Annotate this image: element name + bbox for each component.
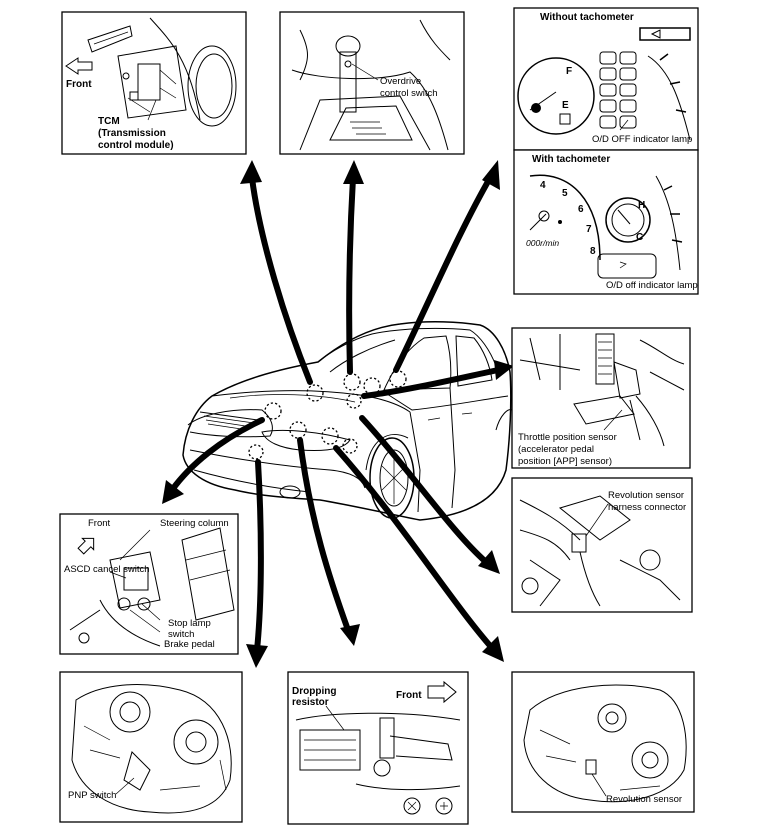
- tach-tick-4: 4: [540, 180, 546, 191]
- rev-connector-label-line1: Revolution sensor: [608, 490, 684, 501]
- marker-rev-sensor: [321, 427, 339, 445]
- throttle-label-line1: Throttle position sensor: [518, 432, 617, 443]
- marker-meter: [363, 377, 381, 395]
- panel-with-tachometer: With tachometer 4 5 6 7 8 000r/min H C O…: [513, 149, 699, 295]
- fuel-f-label: F: [566, 66, 572, 77]
- marker-rev-sensor-2: [342, 438, 358, 454]
- panel-overdrive: Overdrive control switch: [279, 11, 465, 155]
- dropping-label-line1: Dropping: [292, 686, 336, 697]
- pointer-arrows: [162, 160, 514, 668]
- throttle-label-line2: (accelerator pedal: [518, 444, 594, 455]
- tach-tick-5: 5: [562, 188, 568, 199]
- stop-lamp-label-line2: switch: [168, 629, 194, 640]
- marker-overdrive: [343, 373, 361, 391]
- panel-dropping-resistor: Dropping resistor Front: [287, 671, 469, 825]
- steering-column-label: Steering column: [160, 518, 229, 529]
- tach-unit-label: 000r/min: [526, 238, 559, 248]
- ascd-front-label: Front: [88, 518, 111, 529]
- indicator-grid: [599, 51, 637, 129]
- marker-pnp: [248, 444, 264, 460]
- tcm-label-line1: TCM: [98, 116, 120, 127]
- panel-rev-sensor-connector: Revolution sensor harness connector: [511, 477, 693, 613]
- panel-revolution-sensor: Revolution sensor: [511, 671, 695, 813]
- without-tach-title: Without tachometer: [540, 12, 634, 23]
- dropping-label-line2: resistor: [292, 697, 329, 708]
- marker-tcm: [306, 384, 324, 402]
- ascd-cancel-switch-label: ASCD cancel switch: [64, 564, 150, 575]
- marker-ascd: [264, 402, 282, 420]
- tcm-front-label: Front: [66, 79, 92, 90]
- with-tach-title: With tachometer: [532, 154, 610, 165]
- panel-tcm: Front TCM (Transmission control module): [61, 11, 247, 155]
- rev-connector-label-line2: harness connector: [608, 502, 686, 513]
- panel-pnp-switch: PNP switch: [59, 671, 243, 823]
- temp-h-label: H: [638, 200, 645, 211]
- dropping-front-label: Front: [396, 690, 422, 701]
- marker-throttle: [346, 393, 362, 409]
- throttle-label-line3: position [APP] sensor): [518, 456, 612, 467]
- pnp-switch-label: PNP switch: [68, 790, 116, 801]
- fuel-e-label: E: [562, 100, 569, 111]
- panel-throttle-sensor: Throttle position sensor (accelerator pe…: [511, 327, 691, 469]
- marker-dropping: [289, 421, 307, 439]
- tach-tick-6: 6: [578, 204, 584, 215]
- revolution-sensor-label: Revolution sensor: [606, 794, 682, 805]
- panel-without-tachometer: Without tachometer F E O/D OFF indicator…: [513, 7, 699, 151]
- temp-c-label: C: [636, 232, 643, 243]
- tach-tick-8: 8: [590, 246, 596, 257]
- stop-lamp-label-line1: Stop lamp: [168, 618, 211, 629]
- overdrive-label-line2: control switch: [380, 88, 438, 99]
- overdrive-label-line1: Overdrive: [380, 76, 421, 87]
- with-tach-lamp-label: O/D off indicator lamp: [606, 280, 698, 291]
- without-tach-lamp-label: O/D OFF indicator lamp: [592, 134, 692, 145]
- tach-tick-7: 7: [586, 224, 592, 235]
- location-markers: [248, 370, 407, 460]
- marker-meter-2: [389, 370, 407, 388]
- brake-pedal-label: Brake pedal: [164, 639, 215, 650]
- tcm-label-line3: control module): [98, 140, 174, 151]
- tcm-label-line2: (Transmission: [98, 128, 166, 139]
- panel-ascd-brake: Front Steering column ASCD cancel switch…: [59, 513, 239, 655]
